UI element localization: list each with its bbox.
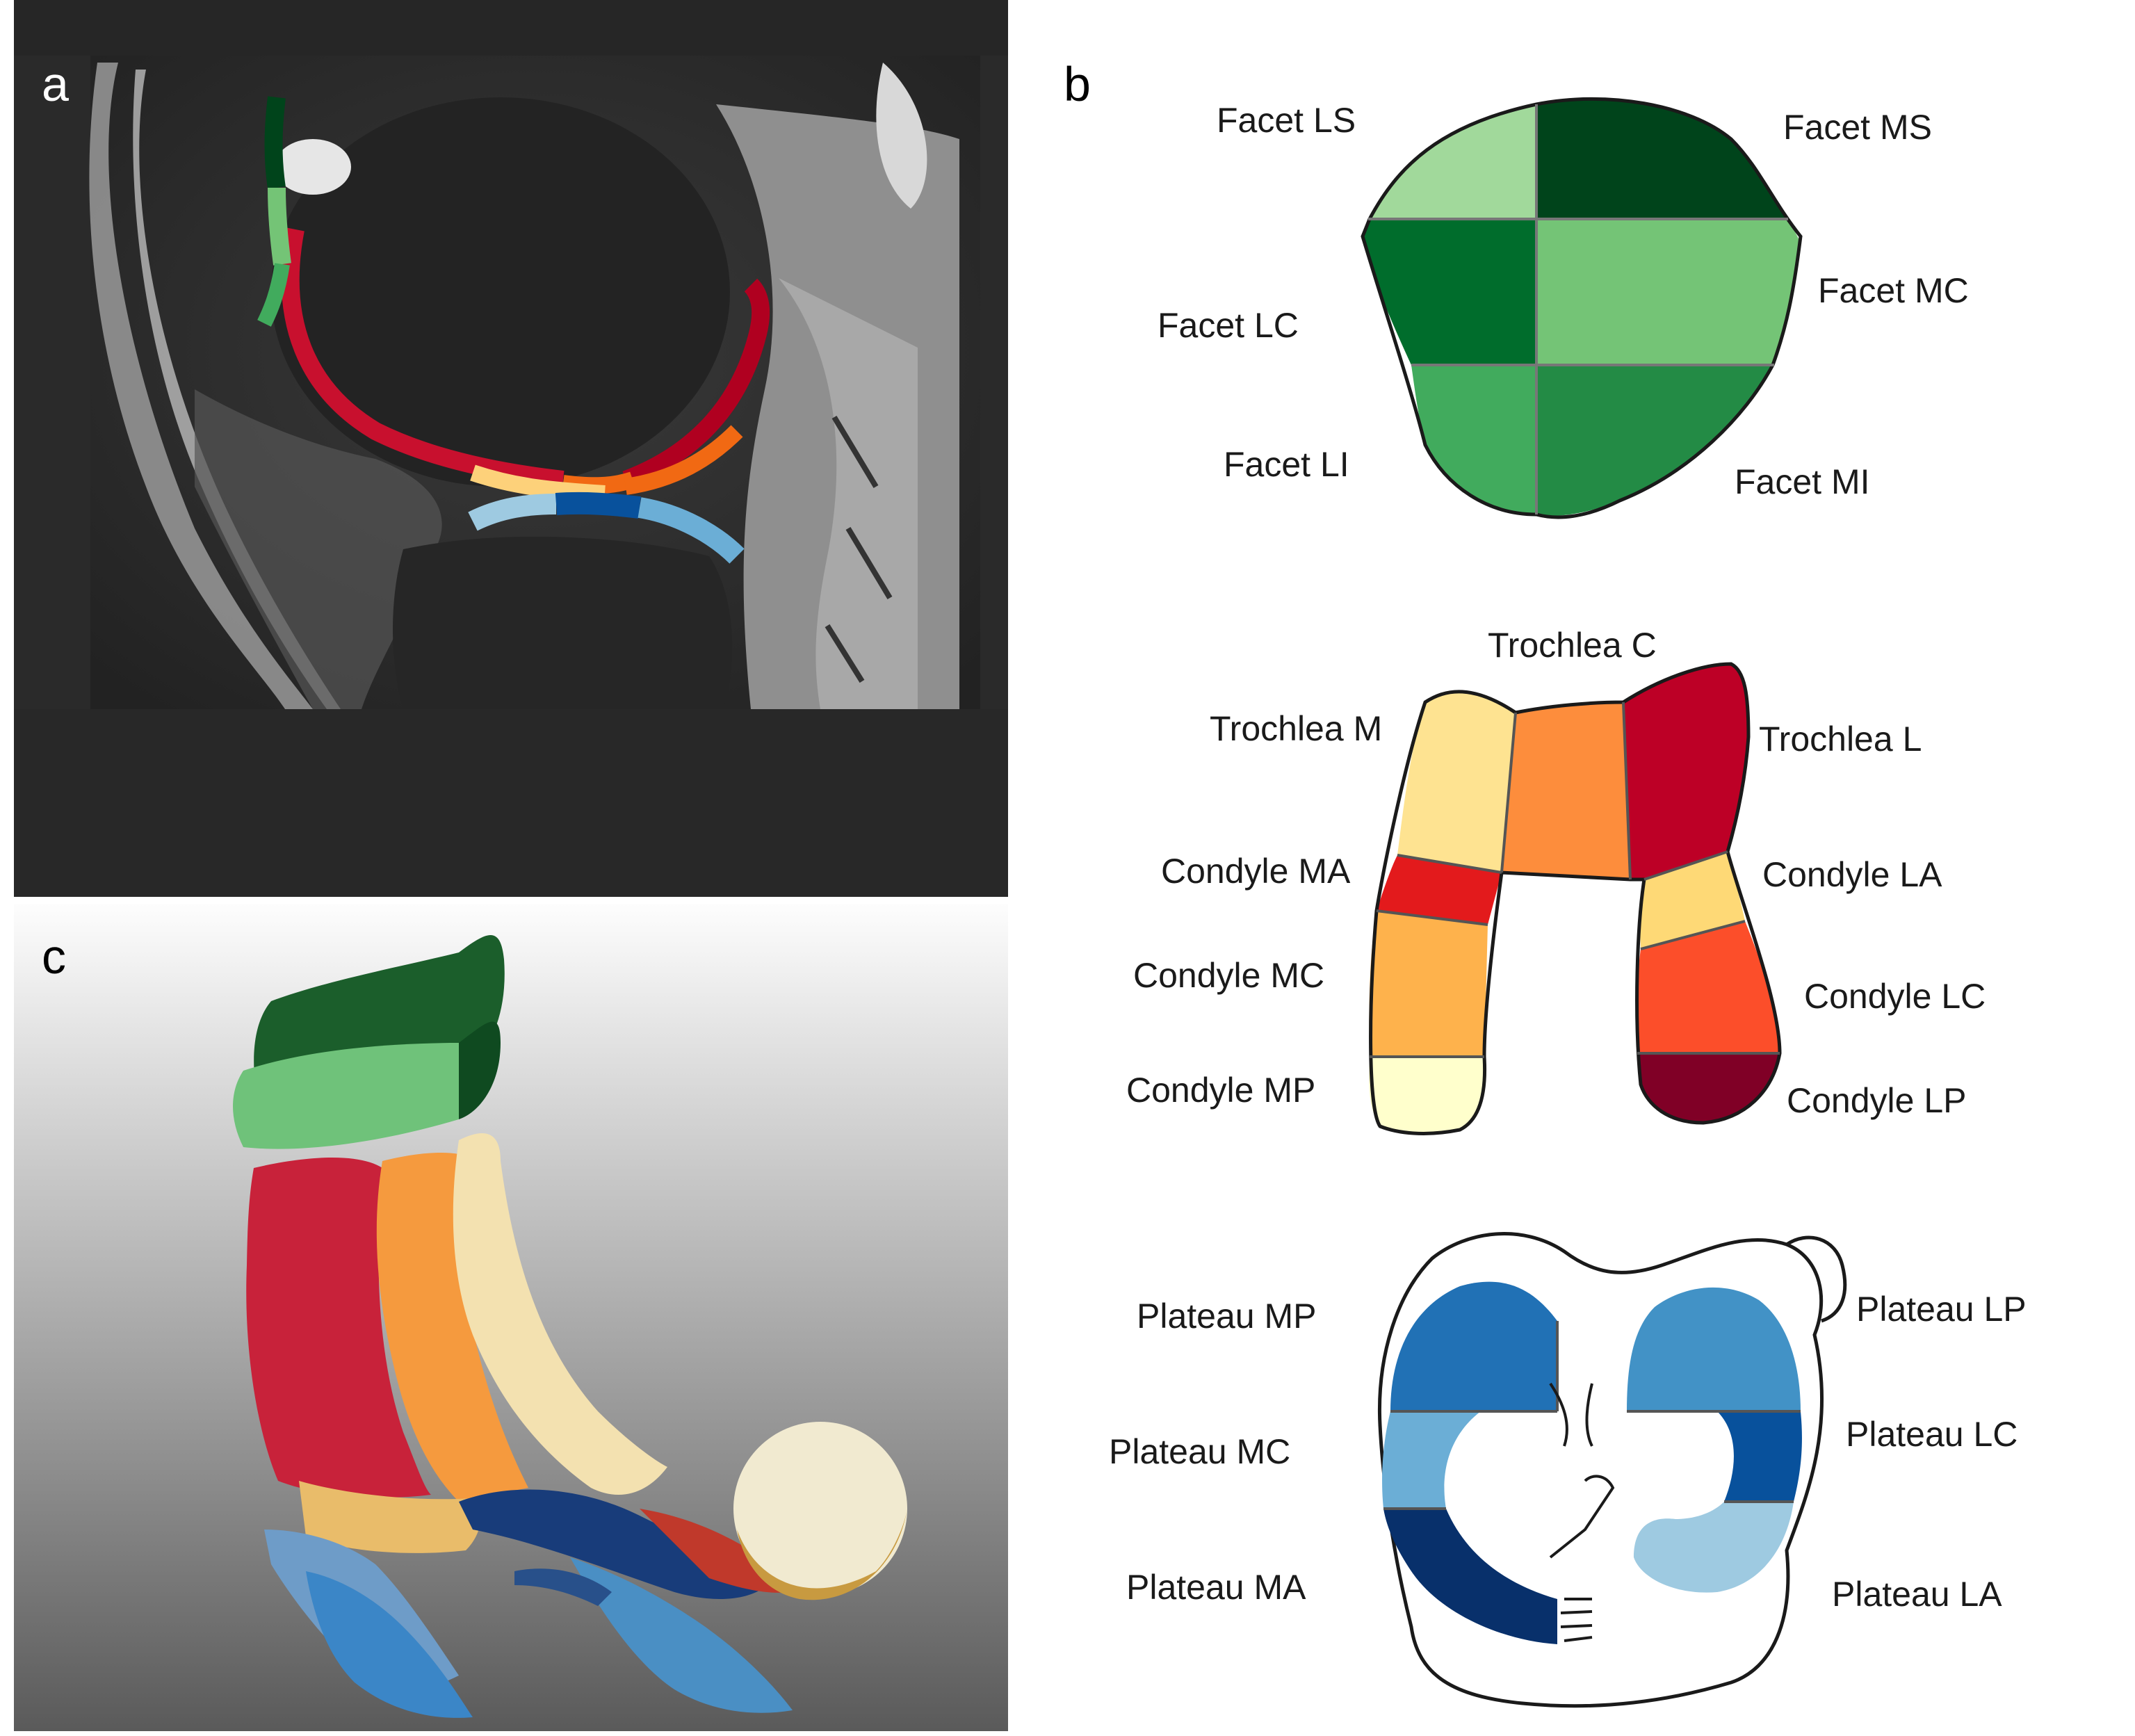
plateau-mp-region <box>1390 1281 1557 1411</box>
facet-mi-region <box>1536 365 1773 516</box>
trochlea-l-region <box>1623 664 1748 879</box>
mri-sagittal-image: a <box>14 0 1008 897</box>
facet-ms-region <box>1536 99 1787 219</box>
trochlea-c-region <box>1502 702 1630 879</box>
plateau-mc-region <box>1382 1411 1481 1509</box>
trochlea-m-region <box>1397 691 1516 873</box>
panel-b-label: b <box>1064 57 1091 111</box>
femur-map <box>1369 662 1782 1135</box>
condyle-lc-region <box>1636 921 1780 1053</box>
label-plateau-lp: Plateau LP <box>1856 1290 2027 1329</box>
condyle-mp-region <box>1369 1057 1485 1134</box>
label-plateau-lc: Plateau LC <box>1846 1415 2018 1454</box>
label-condyle-ma: Condyle MA <box>1161 852 1351 891</box>
label-facet-mc: Facet MC <box>1818 271 1969 310</box>
label-trochlea-m: Trochlea M <box>1210 709 1382 748</box>
label-facet-mi: Facet MI <box>1735 462 1869 501</box>
label-condyle-mc: Condyle MC <box>1133 956 1324 995</box>
plateau-lp-region <box>1627 1287 1801 1411</box>
label-facet-lc: Facet LC <box>1158 306 1299 345</box>
panel-c-label: c <box>42 930 66 984</box>
label-condyle-la: Condyle LA <box>1762 855 1942 894</box>
label-trochlea-c: Trochlea C <box>1488 626 1657 665</box>
tibia-map <box>1377 1232 1847 1708</box>
plateau-la-region <box>1634 1502 1794 1593</box>
label-condyle-lp: Condyle LP <box>1787 1081 1967 1120</box>
condyle-la-region <box>1640 852 1745 949</box>
condyle-mc-region <box>1369 911 1488 1057</box>
label-trochlea-l: Trochlea L <box>1759 720 1922 759</box>
cartilage-3d-model: c <box>14 904 1008 1731</box>
label-facet-ls: Facet LS <box>1217 101 1356 140</box>
condyle-ma-region <box>1377 855 1502 925</box>
panel-b-region-maps: b Facet LS Facet MS Facet LC Facet MC Fa… <box>1036 0 2134 1736</box>
subregion-diagrams: b Facet LS Facet MS Facet LC Facet MC Fa… <box>1064 57 2027 1708</box>
facet-ls-region <box>1370 104 1536 219</box>
label-facet-li: Facet LI <box>1224 445 1349 484</box>
patella-map <box>1361 97 1803 519</box>
facet-mc-region <box>1536 219 1801 365</box>
plateau-lc-region <box>1717 1411 1802 1502</box>
facet-li-region <box>1411 365 1536 514</box>
condyle-lp-region <box>1637 1053 1780 1123</box>
label-plateau-ma: Plateau MA <box>1126 1568 1306 1607</box>
label-condyle-mp: Condyle MP <box>1126 1071 1315 1110</box>
label-condyle-lc: Condyle LC <box>1804 977 1986 1016</box>
plateau-ma-region <box>1383 1509 1557 1644</box>
panel-a-label: a <box>42 57 69 111</box>
facet-lc-region <box>1363 219 1536 365</box>
label-plateau-mp: Plateau MP <box>1137 1297 1316 1336</box>
label-plateau-la: Plateau LA <box>1832 1575 2002 1614</box>
panel-c-3d-render: c <box>14 904 1008 1731</box>
label-plateau-mc: Plateau MC <box>1109 1432 1290 1471</box>
panel-a-mri-image: a <box>14 0 1008 897</box>
label-facet-ms: Facet MS <box>1783 108 1932 147</box>
